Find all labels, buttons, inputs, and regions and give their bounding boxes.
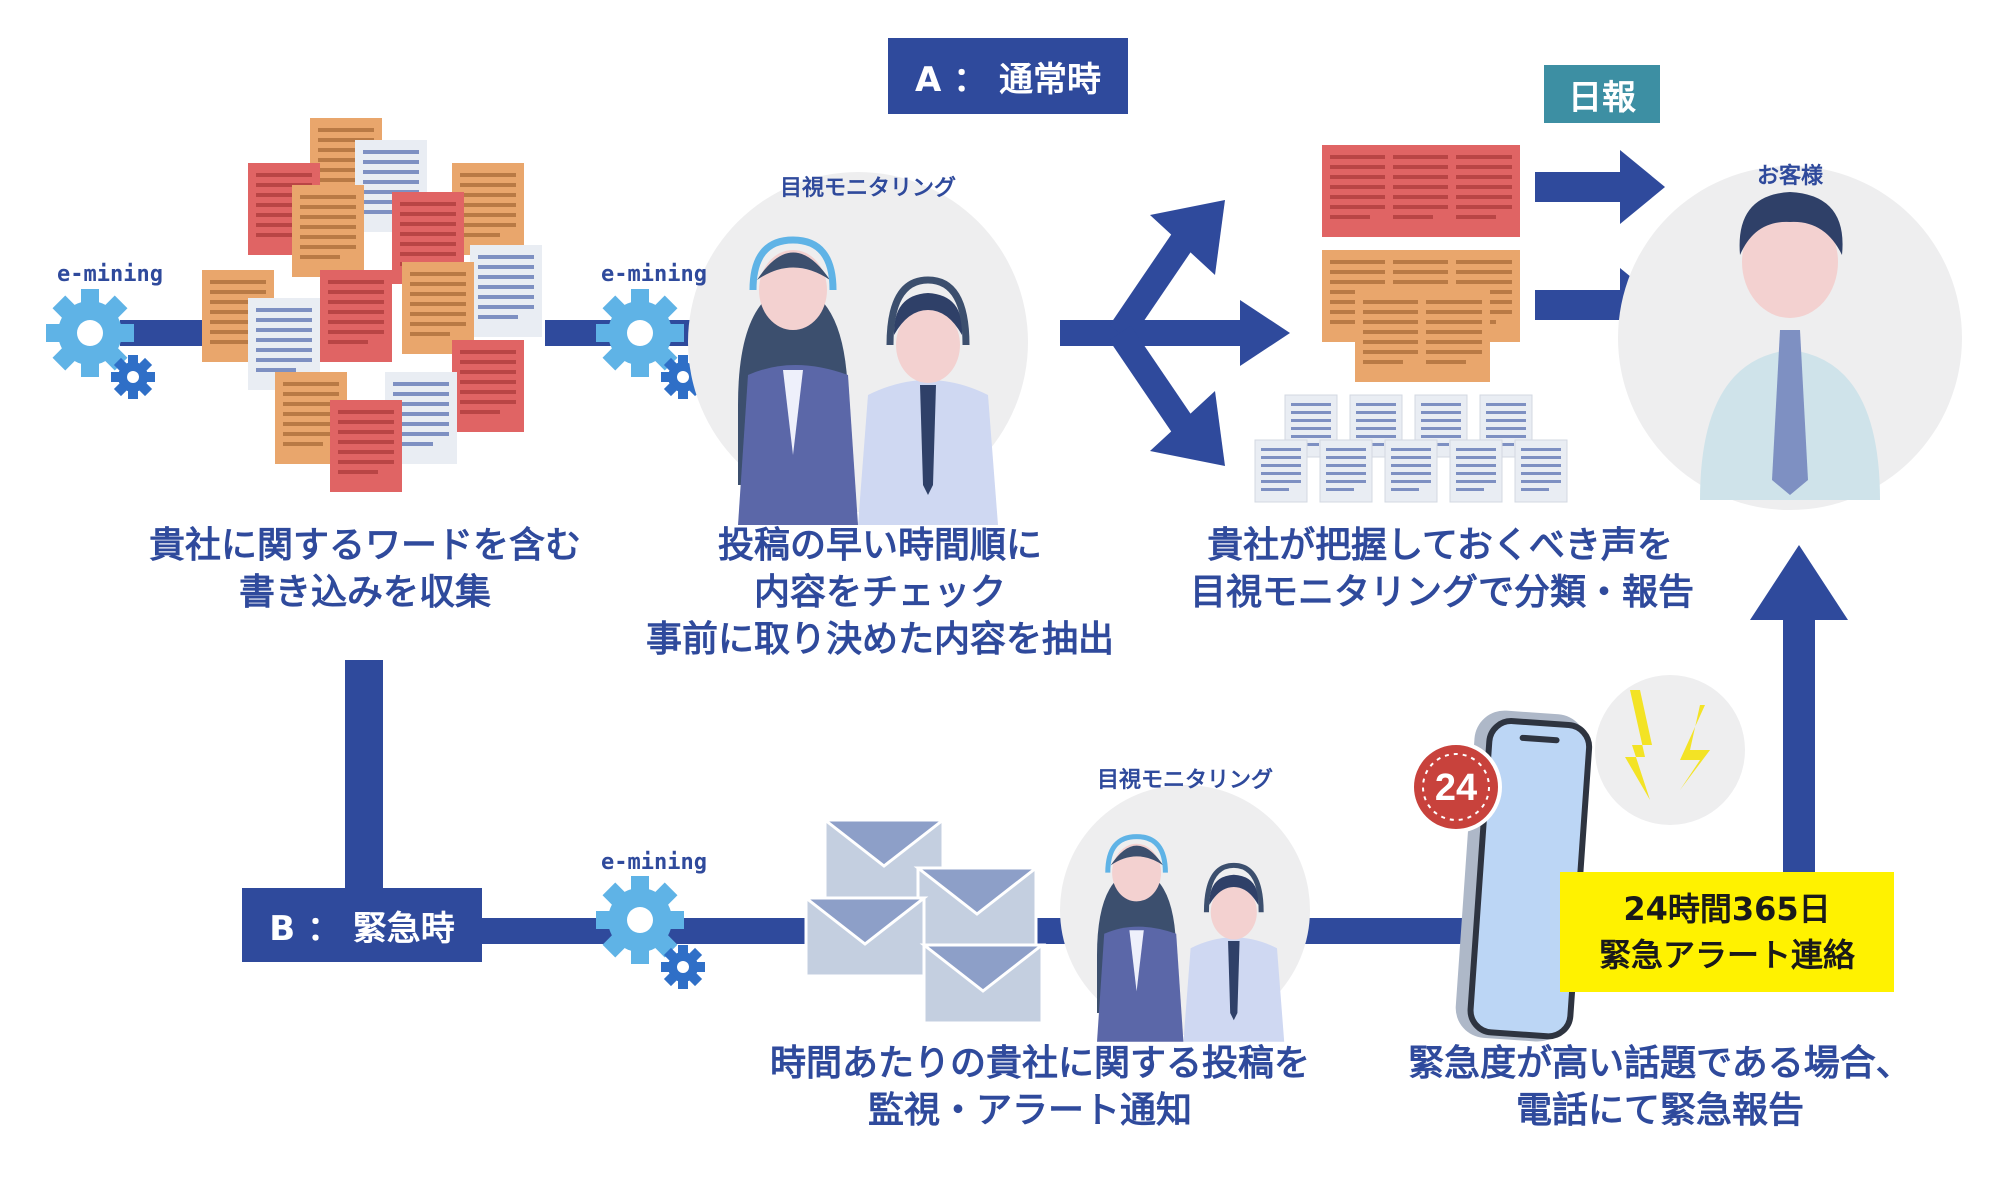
alarm-badge-icon: 24: [1410, 741, 1502, 833]
document-pile-icon: [202, 118, 542, 492]
description-line: 投稿の早い時間順に: [717, 525, 1042, 566]
gear-icon: [111, 355, 155, 399]
daily-report-box: 日報: [1544, 65, 1660, 123]
arrow-icon: [1535, 150, 1665, 224]
description-line: 緊急度が高い話題である場合、: [1408, 1043, 1912, 1084]
flow-bar: [1060, 320, 1120, 346]
description-line: 事前に取り決めた内容を抽出: [645, 619, 1114, 660]
description-line: 監視・アラート通知: [867, 1090, 1192, 1131]
check-description: 投稿の早い時間順に 内容をチェック 事前に取り決めた内容を抽出: [640, 522, 1120, 663]
customer-label: お客様: [1756, 164, 1823, 189]
classify-description: 貴社が把握しておくべき声を 目視モニタリングで分類・報告: [1190, 522, 1695, 616]
mode-a-label: A ： 通常時: [915, 59, 1101, 100]
split-arrow-icon: [1109, 200, 1290, 466]
customer-icon: [1618, 166, 1962, 510]
alert-line: 24時間365日: [1623, 890, 1831, 928]
monitor-alert-description: 時間あたりの貴社に関する投稿を 監視・アラート通知: [770, 1040, 1311, 1134]
arrow-up-icon: [1750, 545, 1848, 877]
emergency-description: 緊急度が高い話題である場合、 電話にて緊急報告: [1400, 1040, 1920, 1134]
alarm-badge-text: 24: [1435, 767, 1477, 809]
description-line: 目視モニタリングで分類・報告: [1190, 572, 1695, 613]
description-line: 電話にて緊急報告: [1515, 1090, 1804, 1131]
emining-label: e-mining: [601, 850, 707, 875]
flow-bar-down: [345, 660, 383, 920]
mode-a-box: A ： 通常時: [888, 38, 1128, 114]
flow-bar: [1295, 918, 1465, 944]
operator-icon: [1060, 785, 1310, 1042]
description-line: 時間あたりの貴社に関する投稿を: [770, 1043, 1311, 1084]
description-line: 貴社が把握しておくべき声を: [1207, 525, 1673, 566]
envelope-icon: [804, 818, 1044, 1025]
gear-icon: [661, 945, 705, 989]
alert-line: 緊急アラート連絡: [1598, 936, 1855, 974]
monitoring-label: 目視モニタリング: [1096, 768, 1273, 793]
mode-b-box: B ： 緊急時: [242, 888, 482, 962]
monitoring-label: 目視モニタリング: [779, 176, 956, 201]
document-stack-icon: [1254, 145, 1568, 503]
emining-label: e-mining: [57, 262, 163, 287]
lightning-icon: [1595, 675, 1745, 825]
mode-b-label: B ： 緊急時: [269, 908, 455, 949]
daily-report-label: 日報: [1568, 77, 1636, 118]
description-line: 内容をチェック: [753, 572, 1006, 613]
description-line: 書き込みを収集: [238, 572, 491, 613]
description-line: 貴社に関するワードを含む: [148, 525, 581, 566]
alert-box: 24時間365日 緊急アラート連絡: [1560, 872, 1894, 992]
emining-label: e-mining: [601, 262, 707, 287]
collect-description: 貴社に関するワードを含む 書き込みを収集: [120, 522, 610, 616]
operator-icon: [688, 172, 1028, 525]
